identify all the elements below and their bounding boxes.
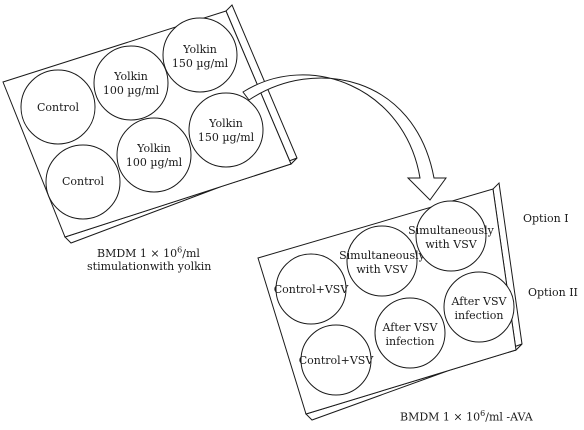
plate-1-caption-line2: stimulationwith yolkin xyxy=(87,260,212,273)
plate-2-caption: BMDM 1 × 106/ml -AVA xyxy=(400,409,533,424)
well-label: After VSV xyxy=(451,295,508,308)
well-label: 100 µg/ml xyxy=(126,156,183,169)
plate-1-well: Control xyxy=(45,144,121,220)
plate-2-well: Control+VSV xyxy=(274,253,350,325)
well-label: Control+VSV xyxy=(299,354,375,367)
well-label: Simultaneously xyxy=(408,224,495,237)
plate-1-well: Yolkin 100 µg/ml xyxy=(93,45,169,121)
well-label: 100 µg/ml xyxy=(103,84,160,97)
well-label: Yolkin xyxy=(182,43,217,56)
plate-2-well: After VSV infection xyxy=(374,297,446,369)
well-label: Control+VSV xyxy=(274,283,350,296)
well-label: infection xyxy=(386,335,435,348)
plate-1-caption-line1: BMDM 1 × 106/ml xyxy=(97,245,200,260)
well-label: After VSV xyxy=(382,321,439,334)
well-label: 150 µg/ml xyxy=(172,57,229,70)
plate-1-well: Yolkin 100 µg/ml xyxy=(116,117,192,193)
well-label: Simultaneously xyxy=(339,249,426,262)
plate-1-well: Control xyxy=(20,69,96,145)
plate-1: Control Yolkin 100 µg/ml Yolkin 150 µg/m… xyxy=(2,4,298,244)
option-1-label: Option I xyxy=(523,212,569,225)
plate-2-well: After VSV infection xyxy=(443,271,515,343)
transfer-arrow xyxy=(242,74,447,201)
well-label: infection xyxy=(455,309,504,322)
well-label: Control xyxy=(37,101,79,114)
option-2-label: Option II xyxy=(528,286,578,299)
well-label: with VSV xyxy=(425,238,477,251)
well-label: Yolkin xyxy=(136,142,171,155)
plate-2-well: Simultaneously with VSV xyxy=(339,225,426,297)
plate-1-well: Yolkin 150 µg/ml xyxy=(162,17,238,93)
plate-2: Control+VSV Simultaneously with VSV Simu… xyxy=(257,181,523,421)
well-label: 150 µg/ml xyxy=(198,131,255,144)
well-label: Control xyxy=(62,175,104,188)
plate-2-well: Simultaneously with VSV xyxy=(408,200,495,272)
well-label: Yolkin xyxy=(113,70,148,83)
well-label: with VSV xyxy=(356,263,408,276)
plate-2-well: Control+VSV xyxy=(299,324,375,396)
plate-1-caption: BMDM 1 × 106/ml xyxy=(97,242,200,261)
plate-1-well: Yolkin 150 µg/ml xyxy=(188,92,264,168)
well-label: Yolkin xyxy=(208,117,243,130)
